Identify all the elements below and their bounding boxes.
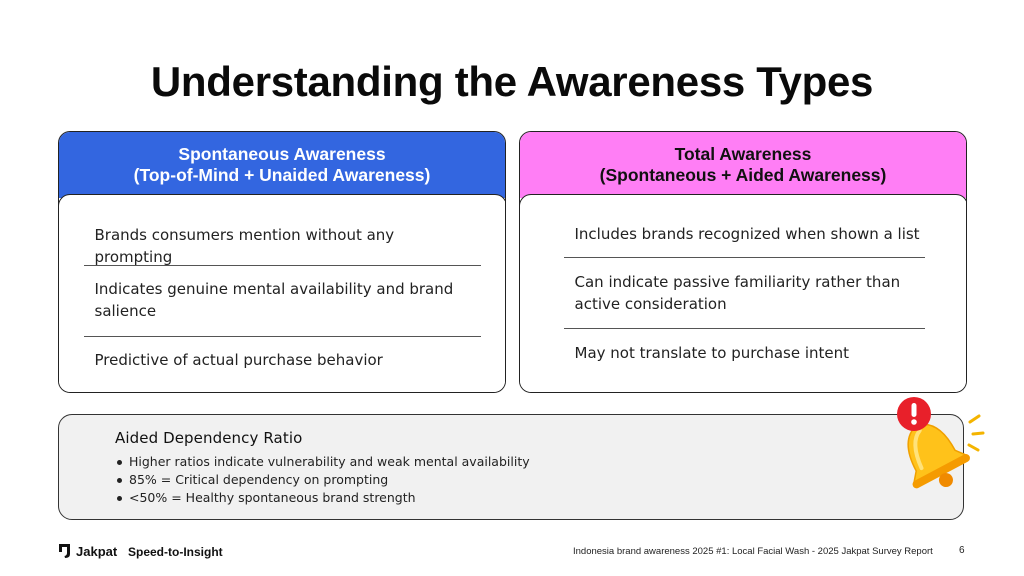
- bullet-item: Higher ratios indicate vulnerability and…: [115, 453, 530, 471]
- jakpat-logo: Jakpat: [58, 543, 117, 559]
- divider: [563, 328, 925, 329]
- list-item: Includes brands recognized when shown a …: [574, 225, 920, 243]
- card-body: Brands consumers mention without any pro…: [59, 194, 505, 392]
- list-item: Indicates genuine mental availability an…: [94, 280, 454, 320]
- divider: [563, 257, 925, 258]
- alert-bell-icon: [897, 397, 985, 489]
- aided-dependency-ratio-box: Aided Dependency Ratio Higher ratios ind…: [58, 414, 964, 520]
- bullet-item: 85% = Critical dependency on prompting: [115, 471, 530, 489]
- card-header-title: Spontaneous Awareness: [178, 144, 386, 164]
- report-title: Indonesia brand awareness 2025 #1: Local…: [573, 546, 933, 557]
- list-item: Predictive of actual purchase behavior: [94, 351, 383, 369]
- ratio-title: Aided Dependency Ratio: [115, 429, 303, 447]
- card-header-subtitle: (Spontaneous + Aided Awareness): [599, 165, 887, 185]
- page-number: 6: [959, 545, 965, 556]
- total-awareness-card: Total Awareness (Spontaneous + Aided Awa…: [519, 131, 967, 393]
- divider: [83, 336, 481, 337]
- list-item: Brands consumers mention without any pro…: [94, 226, 395, 266]
- jakpat-logo-icon: [59, 544, 70, 558]
- card-body: Includes brands recognized when shown a …: [520, 194, 966, 392]
- total-awareness-header: Total Awareness (Spontaneous + Aided Awa…: [520, 132, 966, 198]
- brand-name: Jakpat: [76, 543, 118, 559]
- card-header-title: Total Awareness: [674, 144, 812, 164]
- spontaneous-awareness-header: Spontaneous Awareness (Top-of-Mind + Una…: [59, 132, 505, 198]
- tagline: Speed-to-Insight: [128, 545, 223, 559]
- spontaneous-awareness-card: Spontaneous Awareness (Top-of-Mind + Una…: [58, 131, 506, 393]
- bullet-item: <50% = Healthy spontaneous brand strengt…: [115, 489, 530, 507]
- divider: [83, 265, 481, 266]
- ratio-bullet-list: Higher ratios indicate vulnerability and…: [115, 453, 530, 507]
- list-item: May not translate to purchase intent: [574, 344, 850, 362]
- card-header-subtitle: (Top-of-Mind + Unaided Awareness): [133, 165, 431, 185]
- page-title: Understanding the Awareness Types: [150, 58, 874, 105]
- list-item: Can indicate passive familiarity rather …: [574, 273, 901, 313]
